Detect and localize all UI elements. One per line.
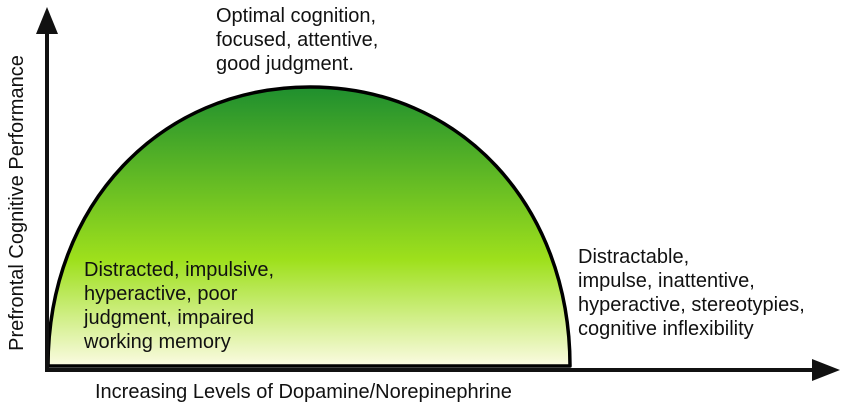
left-label-line: Distracted, impulsive, <box>84 259 275 281</box>
left-label-line: judgment, impaired <box>84 307 255 329</box>
x-axis-arrowhead <box>812 359 840 381</box>
top-label-line: Optimal cognition, <box>216 5 377 27</box>
right-label-line: impulse, inattentive, <box>578 270 755 292</box>
x-axis-label: Increasing Levels of Dopamine/Norepineph… <box>95 381 512 403</box>
y-axis-label: Prefrontal Cognitive Performance <box>6 55 28 351</box>
top-label-line: good judgment. <box>216 53 354 75</box>
right-label-line: hyperactive, stereotypies, <box>578 294 805 316</box>
y-axis-arrowhead <box>36 7 58 34</box>
right-label: Distractable, impulse, inattentive, hype… <box>578 245 805 341</box>
top-label-line: focused, attentive, <box>216 29 379 51</box>
left-label-line: hyperactive, poor <box>84 283 238 305</box>
top-label: Optimal cognition, focused, attentive, g… <box>216 4 378 76</box>
right-label-line: cognitive inflexibility <box>578 318 754 340</box>
left-label-line: working memory <box>84 331 231 353</box>
performance-curve <box>46 85 572 368</box>
right-label-line: Distractable, <box>578 246 690 268</box>
left-label: Distracted, impulsive, hyperactive, poor… <box>84 258 274 354</box>
